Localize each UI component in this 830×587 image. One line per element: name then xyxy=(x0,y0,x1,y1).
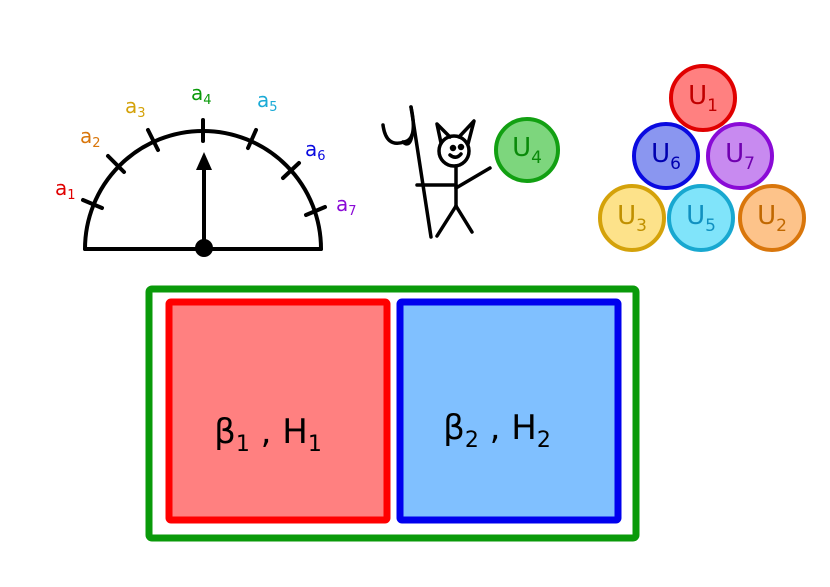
option-label-u2: U2 xyxy=(757,201,787,235)
label-base: U xyxy=(757,201,777,231)
tick-a7 xyxy=(304,205,327,217)
label-base: a xyxy=(257,88,270,112)
option-u7 xyxy=(706,122,774,190)
label-base: U xyxy=(686,201,706,231)
option-label-u1: U1 xyxy=(688,81,718,115)
gauge-label-a5: a5 xyxy=(257,88,278,114)
label-base: a xyxy=(191,81,204,105)
label-sub: 6 xyxy=(670,154,681,174)
box-1-label: β1 , H1 xyxy=(214,412,322,457)
needle-arrowhead-icon xyxy=(196,152,212,170)
label-base: U xyxy=(725,139,745,169)
label-sub: 4 xyxy=(203,93,212,108)
label-base: a xyxy=(305,137,318,161)
gauge-label-a4: a4 xyxy=(191,81,212,107)
devil-figure-icon xyxy=(381,105,492,239)
option-u1 xyxy=(669,64,737,132)
held-option-u4 xyxy=(494,117,560,183)
label-sub: 5 xyxy=(269,100,278,115)
option-pyramid xyxy=(598,64,806,252)
h-subscript: 2 xyxy=(536,428,551,453)
beta-subscript: 2 xyxy=(464,428,479,453)
h-symbol: H xyxy=(282,412,308,452)
h-subscript: 1 xyxy=(307,432,322,457)
label-sub: 3 xyxy=(636,216,647,236)
beta-symbol: β xyxy=(443,408,465,448)
label-sub: 6 xyxy=(317,149,326,164)
box-2-label: β2 , H2 xyxy=(443,408,551,453)
option-u6 xyxy=(632,122,700,190)
label-sub: 7 xyxy=(744,154,755,174)
label-base: U xyxy=(512,133,532,163)
label-base: a xyxy=(55,176,68,200)
beta-symbol: β xyxy=(214,412,236,452)
beta-subscript: 1 xyxy=(235,432,250,457)
label-base: a xyxy=(125,94,138,118)
separator: , xyxy=(489,408,501,448)
environment-box-1 xyxy=(165,298,391,524)
tick-a2 xyxy=(106,154,126,174)
option-label-u3: U3 xyxy=(617,201,647,235)
label-sub: 2 xyxy=(776,216,787,236)
tick-a1 xyxy=(81,198,104,210)
label-sub: 2 xyxy=(92,136,101,151)
option-label-u6: U6 xyxy=(651,139,681,173)
label-sub: 4 xyxy=(531,148,542,168)
gauge-dial xyxy=(81,118,327,251)
label-sub: 7 xyxy=(348,204,357,219)
held-option-label: U4 xyxy=(512,133,542,167)
separator: , xyxy=(260,412,272,452)
h-symbol: H xyxy=(511,408,537,448)
label-sub: 5 xyxy=(705,216,716,236)
tick-a5 xyxy=(246,128,258,150)
tick-a3 xyxy=(146,128,160,152)
option-u3 xyxy=(598,184,666,252)
option-label-u7: U7 xyxy=(725,139,755,173)
label-sub: 1 xyxy=(67,188,76,203)
tick-a6 xyxy=(281,161,301,180)
option-u5 xyxy=(667,184,735,252)
needle-pivot xyxy=(195,239,213,257)
gauge-label-a7: a7 xyxy=(336,192,357,218)
option-label-u5: U5 xyxy=(686,201,716,235)
label-base: U xyxy=(688,81,708,111)
label-sub: 3 xyxy=(137,106,146,121)
label-sub: 1 xyxy=(707,96,718,116)
label-base: a xyxy=(336,192,349,216)
gauge-label-a1: a1 xyxy=(55,176,76,202)
gauge-label-a3: a3 xyxy=(125,94,146,120)
label-base: a xyxy=(80,124,93,148)
gauge-label-a6: a6 xyxy=(305,137,326,163)
label-base: U xyxy=(617,201,637,231)
gauge-label-a2: a2 xyxy=(80,124,101,150)
option-u2 xyxy=(738,184,806,252)
environment-box-2 xyxy=(396,298,622,524)
label-base: U xyxy=(651,139,671,169)
